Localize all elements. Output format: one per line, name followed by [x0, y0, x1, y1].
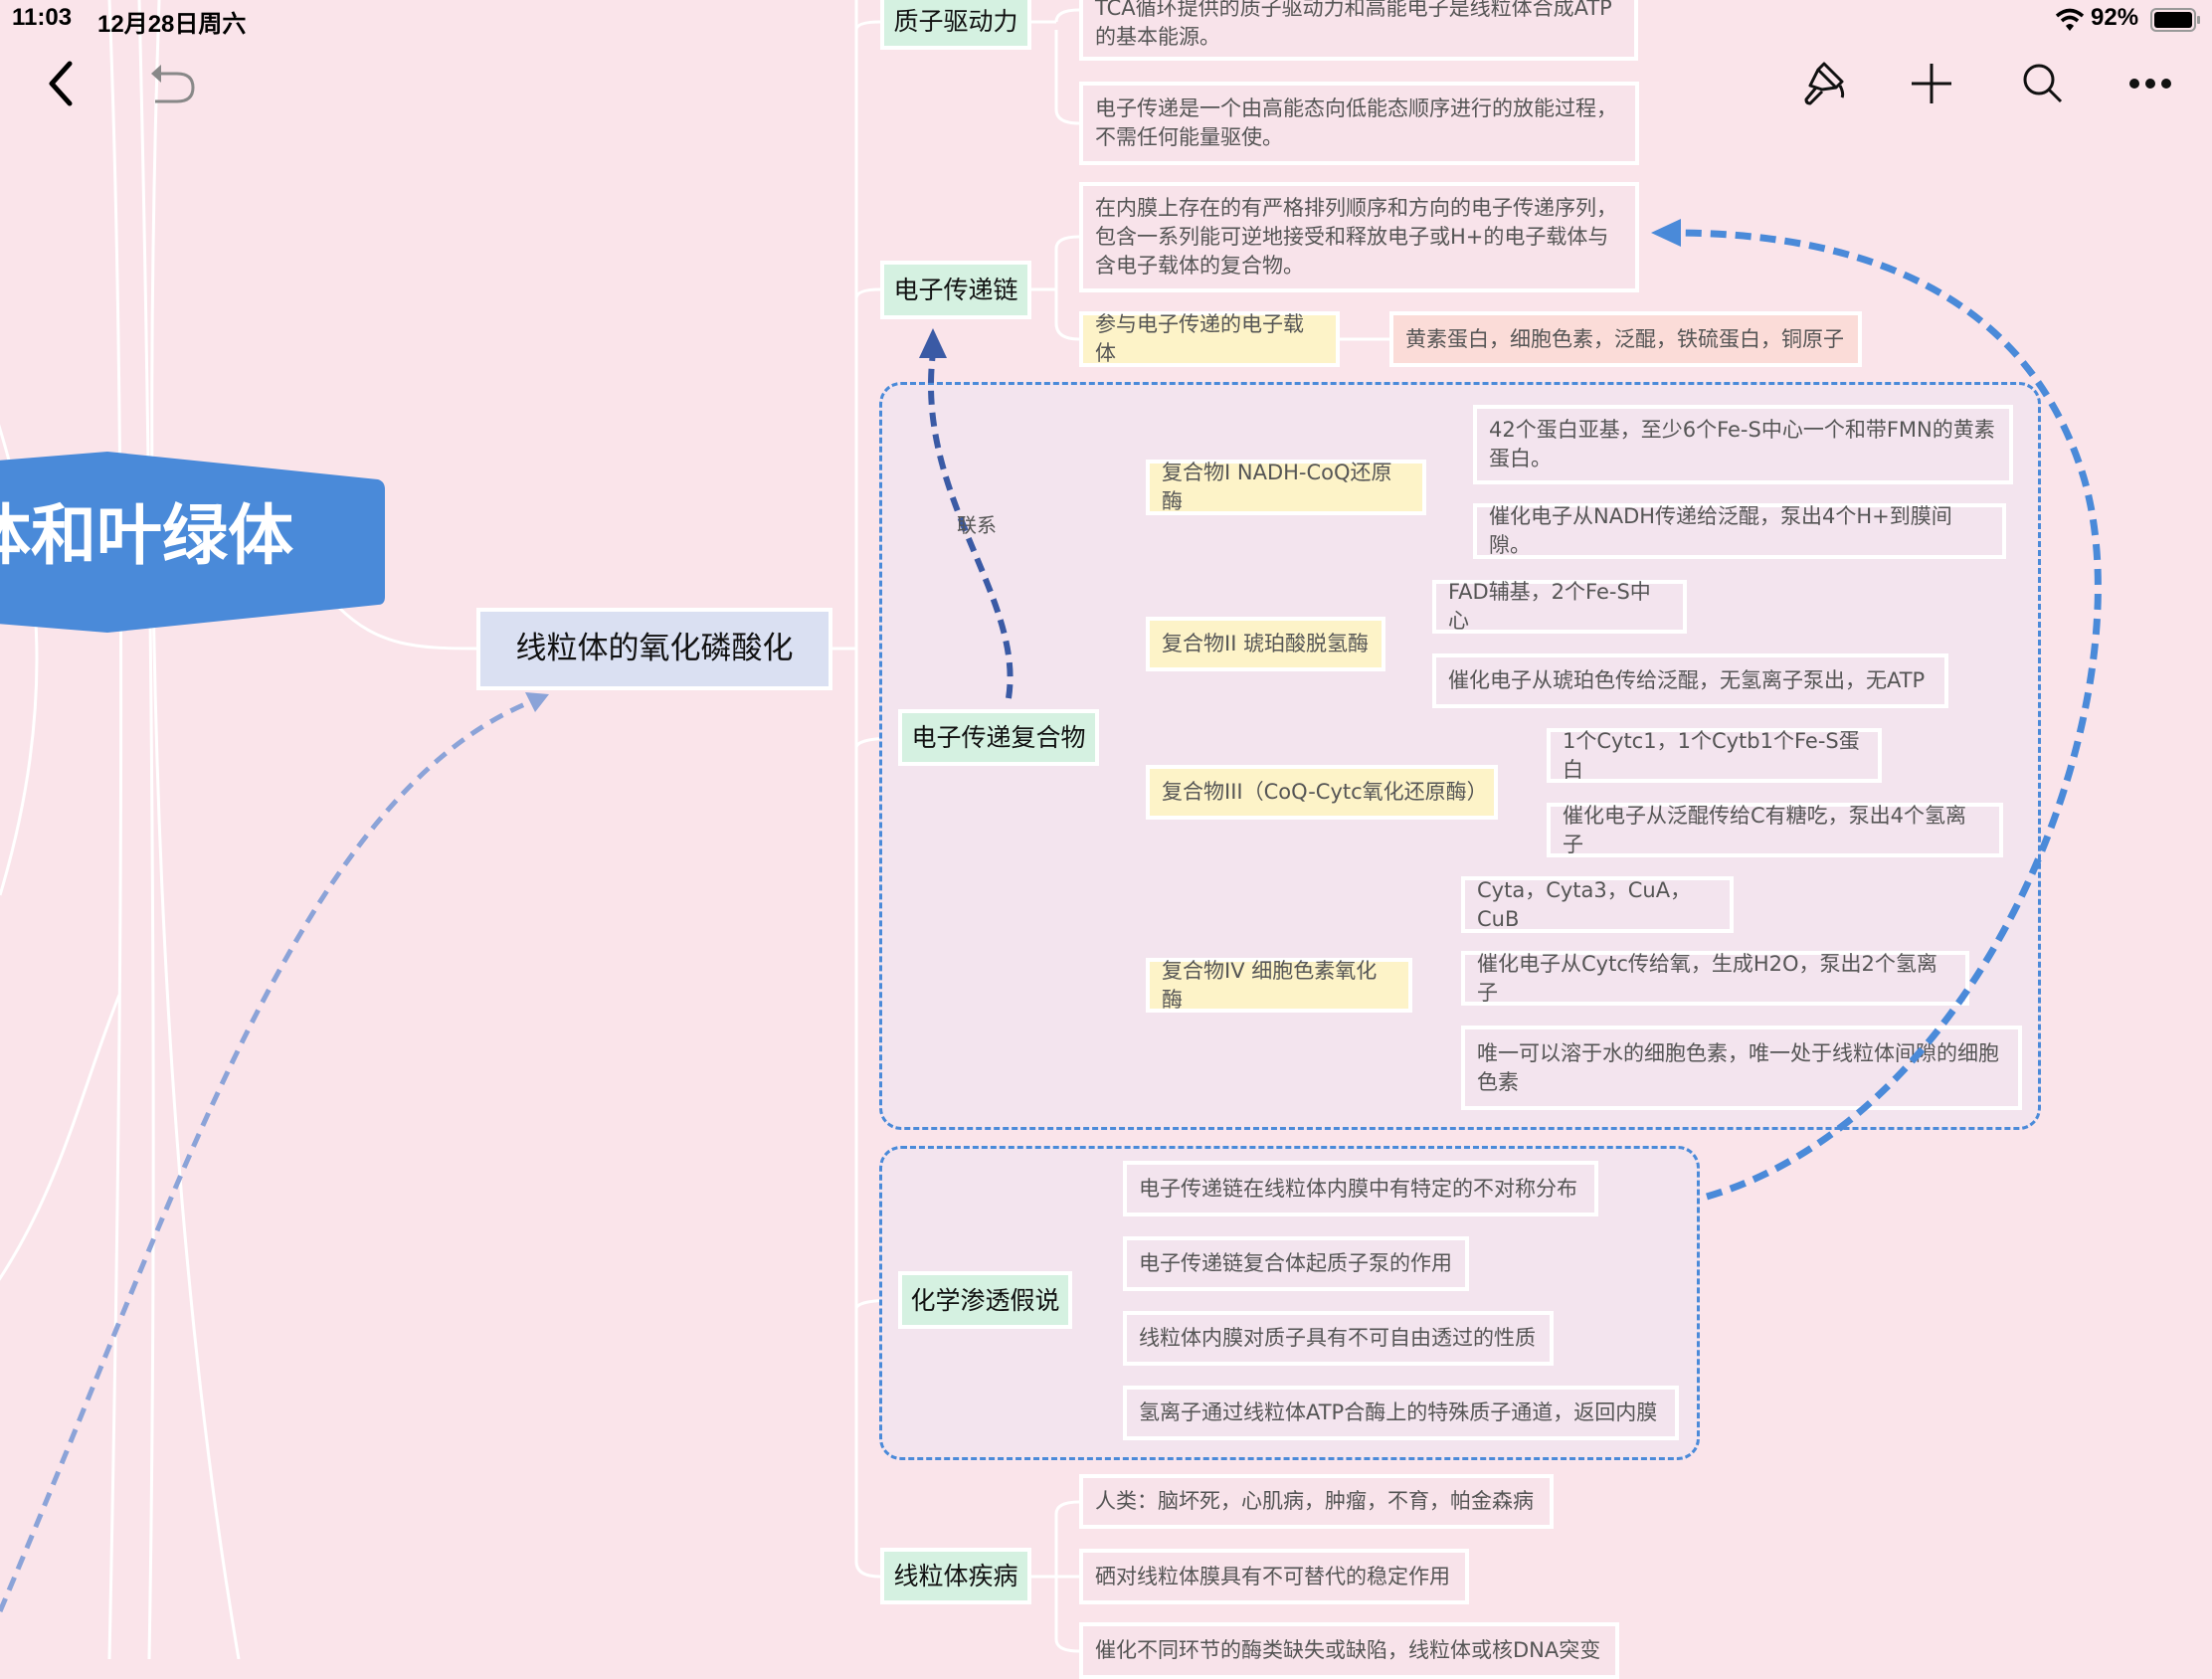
- complex-1-item[interactable]: 42个蛋白亚基，至少6个Fe-S中心一个和带FMN的黄素蛋白。: [1473, 405, 2013, 484]
- more-icon[interactable]: [2128, 74, 2172, 93]
- topic-proton-motive[interactable]: 质子驱动力: [880, 0, 1031, 50]
- root-topic-label: 线粒体和叶绿体: [0, 497, 293, 574]
- topic-mito-disease[interactable]: 线粒体疾病: [880, 1548, 1031, 1604]
- leaf-proton-1[interactable]: TCA循环提供的质子驱动力和高能电子是线粒体合成ATP的基本能源。: [1079, 0, 1638, 61]
- complex-1-item[interactable]: 催化电子从NADH传递给泛醌，泵出4个H+到膜间隙。: [1473, 503, 2006, 559]
- chemiosmotic-item[interactable]: 氢离子通过线粒体ATP合酶上的特殊质子通道，返回内膜: [1123, 1386, 1679, 1440]
- complex-2[interactable]: 复合物II 琥珀酸脱氢酶: [1146, 617, 1385, 671]
- disease-item[interactable]: 人类：脑坏死，心肌病，肿瘤，不育，帕金森病: [1079, 1474, 1554, 1529]
- wifi-icon: [2055, 8, 2085, 31]
- complex-3[interactable]: 复合物III（CoQ-Cytc氧化还原酶）: [1146, 765, 1498, 820]
- root-topic[interactable]: 线粒体和叶绿体: [0, 452, 385, 633]
- complex-4-item[interactable]: Cyta，Cyta3，CuA，CuB: [1461, 876, 1734, 933]
- brush-icon[interactable]: [1802, 60, 1850, 107]
- plus-icon[interactable]: [1910, 62, 1953, 105]
- chemiosmotic-item[interactable]: 线粒体内膜对质子具有不可自由透过的性质: [1123, 1311, 1554, 1366]
- complex-4-item[interactable]: 唯一可以溶于水的细胞色素，唯一处于线粒体间隙的细胞色素: [1461, 1026, 2022, 1110]
- chemiosmotic-item[interactable]: 电子传递链在线粒体内膜中有特定的不对称分布: [1123, 1161, 1598, 1216]
- branch-oxidative-phosphorylation[interactable]: 线粒体的氧化磷酸化: [476, 608, 832, 690]
- chemiosmotic-item[interactable]: 电子传递链复合体起质子泵的作用: [1123, 1236, 1469, 1291]
- status-time: 11:03: [12, 4, 73, 31]
- complex-1[interactable]: 复合物I NADH-CoQ还原酶: [1146, 460, 1426, 515]
- status-date: 12月28日周六: [97, 11, 247, 38]
- complex-2-item[interactable]: 催化电子从琥珀色传给泛醌，无氢离子泵出，无ATP: [1432, 653, 1948, 708]
- complex-4[interactable]: 复合物IV 细胞色素氧化酶: [1146, 958, 1412, 1013]
- undo-icon[interactable]: [149, 62, 199, 105]
- search-icon[interactable]: [2021, 62, 2065, 105]
- complex-2-item[interactable]: FAD辅基，2个Fe-S中心: [1432, 580, 1687, 634]
- leaf-etc-definition[interactable]: 在内膜上存在的有严格排列顺序和方向的电子传递序列，包含一系列能可逆地接受和释放电…: [1079, 182, 1639, 292]
- complex-4-item[interactable]: 催化电子从Cytc传给氧，生成H2O，泵出2个氢离子: [1461, 951, 1969, 1006]
- topic-chemiosmotic[interactable]: 化学渗透假说: [898, 1271, 1072, 1329]
- relation-label[interactable]: 联系: [957, 513, 997, 537]
- disease-item[interactable]: 硒对线粒体膜具有不可替代的稳定作用: [1079, 1549, 1469, 1604]
- battery-icon: [2150, 8, 2200, 32]
- root-shape: [0, 452, 385, 633]
- back-icon[interactable]: [44, 60, 78, 107]
- complex-3-item[interactable]: 催化电子从泛醌传给C有糖吃，泵出4个氢离子: [1547, 803, 2003, 857]
- leaf-carrier-list[interactable]: 黄素蛋白，细胞色素，泛醌，铁硫蛋白，铜原子: [1389, 311, 1862, 367]
- topic-complexes[interactable]: 电子传递复合物: [898, 709, 1099, 766]
- battery-percent: 92%: [2091, 4, 2139, 31]
- complex-3-item[interactable]: 1个Cytc1，1个Cytb1个Fe-S蛋白: [1547, 728, 1882, 783]
- disease-item[interactable]: 催化不同环节的酶类缺失或缺陷，线粒体或核DNA突变: [1079, 1622, 1619, 1679]
- leaf-proton-2[interactable]: 电子传递是一个由高能态向低能态顺序进行的放能过程，不需任何能量驱使。: [1079, 82, 1639, 165]
- topic-electron-carriers[interactable]: 参与电子传递的电子载体: [1079, 311, 1340, 367]
- topic-electron-transport-chain[interactable]: 电子传递链: [880, 261, 1031, 319]
